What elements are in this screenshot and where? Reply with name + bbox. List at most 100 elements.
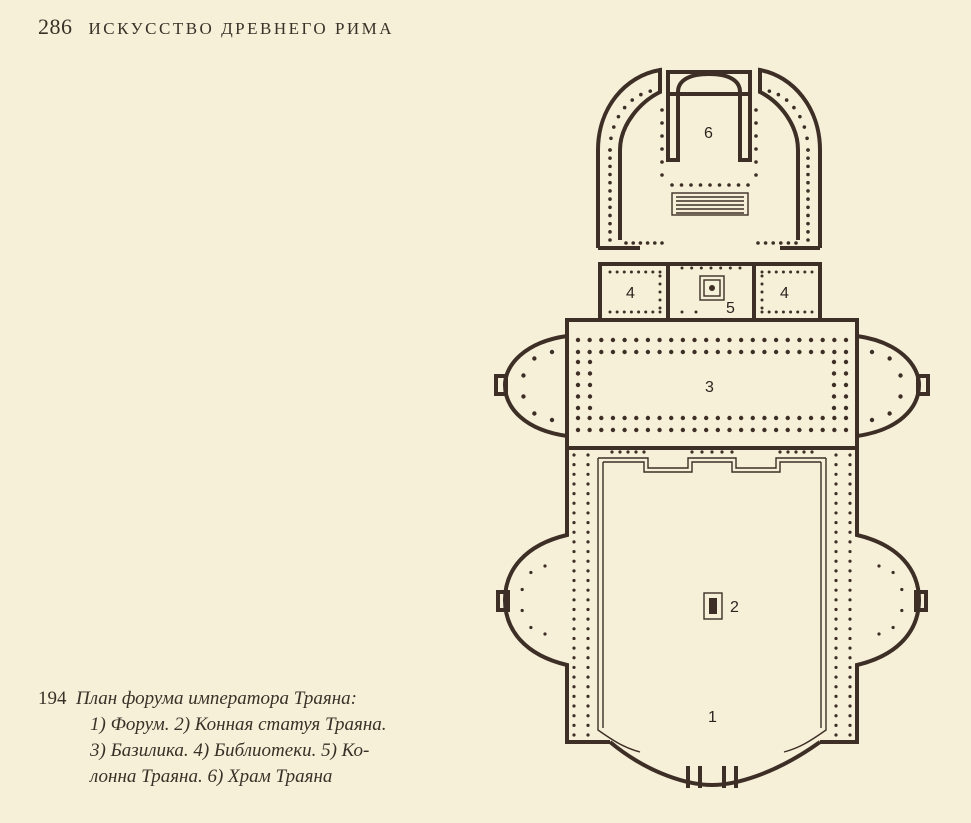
column-dot [660, 160, 664, 164]
column-dot [608, 164, 612, 169]
column-dot [622, 337, 627, 343]
column-dot [843, 405, 849, 411]
column-dot [626, 450, 630, 454]
column-dot [658, 310, 662, 314]
column-dot [834, 463, 838, 467]
column-dot [848, 656, 852, 660]
column-dot [660, 173, 664, 177]
column-dot [616, 114, 621, 119]
column-dot [869, 349, 875, 355]
column-dot [670, 183, 674, 187]
column-dot [657, 349, 662, 355]
column-dot [575, 371, 581, 376]
column-dot [648, 89, 653, 93]
column-dot [762, 337, 767, 343]
column-dot [658, 270, 662, 274]
column-dot [615, 310, 619, 314]
column-dot [834, 492, 838, 496]
column-dot [572, 704, 576, 708]
column-dot [786, 241, 791, 245]
column-dot [608, 238, 612, 242]
column-dot [834, 482, 838, 486]
column-dot [717, 183, 722, 187]
column-dot [634, 450, 638, 454]
column-dot [848, 598, 852, 602]
column-dot [572, 694, 576, 698]
column-dot [586, 723, 590, 727]
column-dot [806, 172, 810, 177]
column-dot [699, 266, 703, 270]
column-dot [797, 349, 802, 355]
column-dot [587, 359, 593, 365]
column-dot [608, 197, 612, 201]
column-dot [820, 337, 825, 343]
column-dot [760, 298, 764, 302]
column-dot [529, 625, 533, 630]
column-dot [586, 694, 590, 698]
column-dot [774, 270, 778, 274]
column-dot [848, 472, 852, 476]
column-dot [832, 337, 837, 343]
column-dot [898, 373, 903, 378]
column-dot [615, 270, 619, 274]
column-dot [572, 540, 576, 544]
column-dot [586, 453, 590, 457]
column-dot [767, 310, 771, 314]
column-dot [848, 733, 852, 737]
column-dot [848, 501, 852, 505]
column-dot [638, 241, 643, 245]
column-dot [572, 617, 576, 621]
column-dot [900, 608, 904, 613]
column-dot [586, 714, 590, 718]
column-dot [728, 266, 732, 270]
column-dot [609, 136, 613, 141]
column-dot [789, 270, 793, 274]
column-dot [700, 450, 704, 454]
column-dot [820, 349, 825, 355]
column-dot [771, 241, 775, 245]
column-dot [898, 394, 903, 399]
column-dot [808, 349, 814, 355]
column-dot [690, 266, 694, 270]
column-dot [848, 665, 852, 670]
column-dot [572, 607, 576, 612]
column-dot [572, 482, 576, 486]
column-dot [586, 627, 590, 631]
column-dot [703, 349, 709, 355]
column-dot [608, 310, 612, 314]
column-dot [521, 373, 526, 378]
column-dot [587, 382, 593, 388]
column-dot [808, 415, 814, 421]
column-dot [796, 270, 800, 274]
column-dot [599, 415, 604, 421]
column-dot [834, 723, 838, 727]
caption-line-3: 3) Базилика. 4) Библиотеки. 5) Ко- [90, 740, 370, 761]
column-dot [848, 463, 852, 467]
column-dot [715, 427, 721, 433]
column-dot [658, 290, 662, 294]
library-colonnades [608, 266, 814, 314]
column-dot [549, 417, 555, 423]
column-dot [586, 636, 590, 641]
column-dot [802, 450, 806, 454]
column-dot [575, 359, 581, 365]
column-dot [848, 627, 852, 631]
column-dot [639, 92, 643, 97]
caption-line-2: 1) Форум. 2) Конная статуя Траяна. [90, 714, 387, 735]
column-dot [848, 704, 852, 708]
column-dot [669, 349, 674, 355]
column-dot [848, 636, 852, 641]
column-dot [680, 337, 686, 343]
libraries-court: 4 4 5 [598, 262, 822, 322]
column-dot [608, 270, 612, 274]
column-dot [645, 241, 650, 245]
column-dot [575, 427, 581, 433]
column-dot [848, 530, 852, 534]
column-dot [529, 570, 533, 575]
column-dot [634, 427, 639, 433]
caption-line-4: лонна Траяна. 6) Храм Траяна [90, 766, 333, 787]
column-dot [586, 559, 590, 563]
column-dot [834, 733, 838, 737]
column-dot [843, 359, 849, 365]
